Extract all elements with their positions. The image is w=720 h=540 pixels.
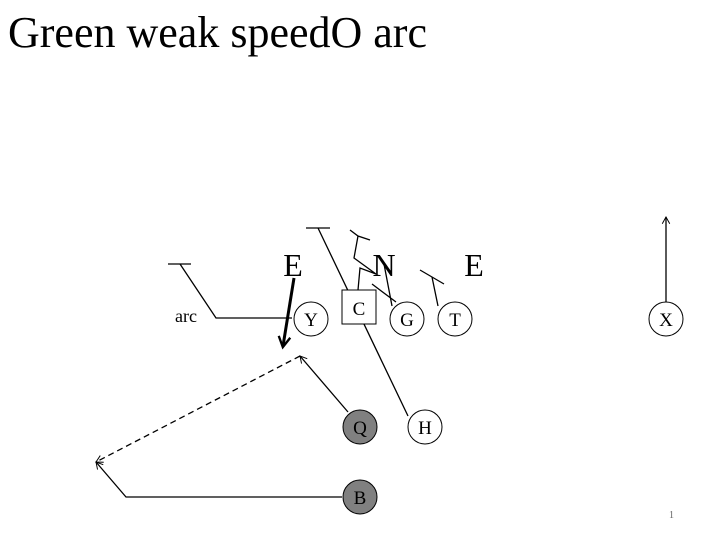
b-route: [95, 461, 342, 498]
pitch-line: [95, 355, 301, 463]
player-t-label: T: [449, 310, 461, 331]
player-b-label: B: [354, 488, 367, 509]
player-b: B: [342, 479, 378, 515]
arc-route: [168, 263, 292, 319]
defender-left-end: E: [283, 247, 303, 283]
player-x-label: X: [659, 310, 673, 331]
player-c: C: [341, 289, 377, 325]
player-h-label: H: [418, 418, 432, 439]
guard-block-route: [371, 263, 397, 307]
player-y-label: Y: [304, 310, 318, 331]
player-q: Q: [342, 409, 378, 445]
player-x: X: [648, 301, 684, 337]
player-q-label: Q: [353, 418, 367, 439]
center-block-route: [349, 229, 377, 291]
defender-right-end: E: [464, 247, 484, 283]
player-y: Y: [293, 301, 329, 337]
player-c-label: C: [353, 299, 366, 320]
slide-title: Green weak speedO arc: [8, 8, 427, 57]
arc-label: arc: [175, 306, 197, 326]
tackle-block-route: [419, 269, 445, 307]
player-h: H: [407, 409, 443, 445]
player-g: G: [389, 301, 425, 337]
end-crash-arrow: [283, 277, 296, 346]
player-g-label: G: [400, 310, 414, 331]
player-t: T: [437, 301, 473, 337]
page-number: 1: [669, 510, 674, 521]
qb-path: [299, 355, 349, 413]
